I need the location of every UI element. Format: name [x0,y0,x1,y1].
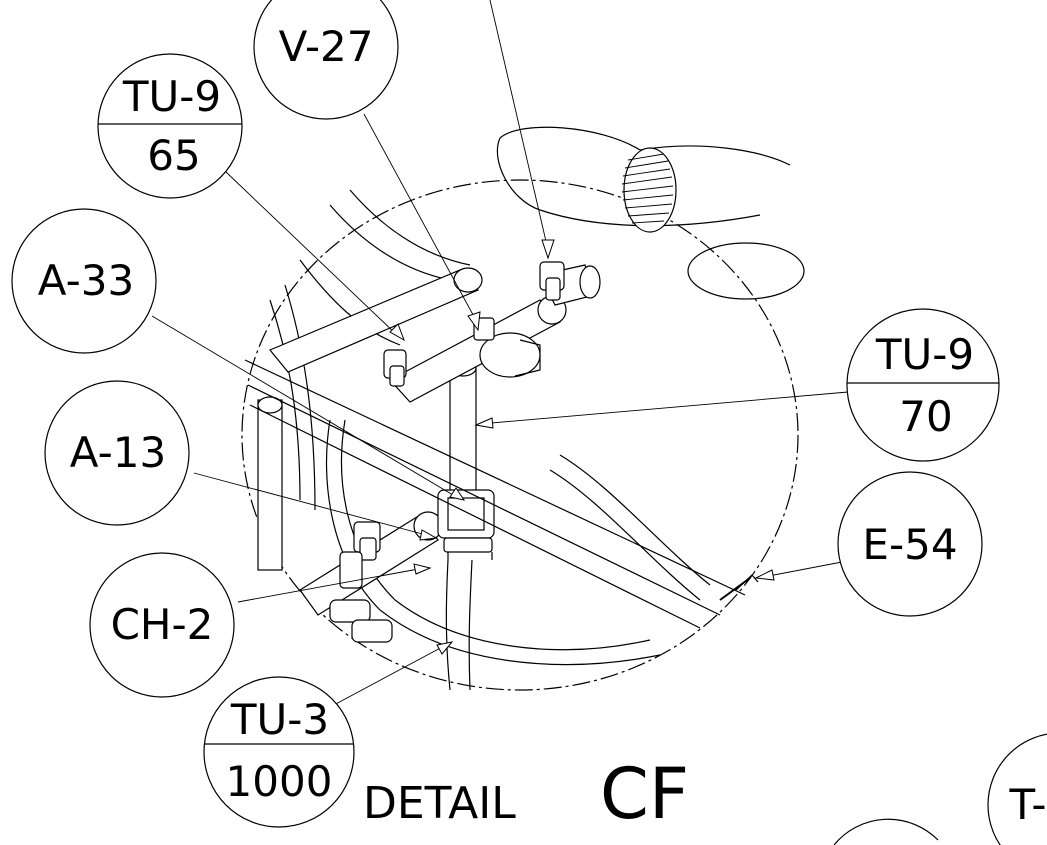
callout-v27-label: V-27 [279,22,374,71]
callout-ch2-label: CH-2 [111,600,214,649]
callout-tu9-70-top: TU-9 [875,330,974,379]
callout-tu3-1000-top: TU-3 [230,695,329,744]
callout-ch2: CH-2 [89,552,235,698]
detail-title: DETAIL CF [363,753,689,835]
callout-v27: V-27 [253,0,399,120]
hose-clamp-ribs [621,153,674,224]
detail-title-id: CF [600,753,689,835]
callout-tu9-65-top: TU-9 [122,72,221,121]
detail-boundary [241,179,799,691]
callout-e54-label: E-54 [862,520,957,569]
callout-tu9-70: TU-9 70 [846,308,1000,462]
detail-title-prefix: DETAIL [363,778,516,829]
callout-t-partial-label: T- [1009,780,1047,829]
callout-e54: E-54 [837,471,983,617]
upper-hose [496,126,805,300]
callout-a33: A-33 [11,208,157,354]
diagonal-bars [244,359,759,629]
callout-tu9-65: TU-9 65 [97,53,243,199]
callout-tu9-65-bottom: 65 [147,131,200,180]
callout-a13-label: A-13 [70,428,166,477]
callout-a33-label: A-33 [38,256,134,305]
callout-tu3-1000: TU-3 1000 [203,676,355,828]
callout-t-partial: T- [987,733,1047,845]
leader-lines [151,0,849,707]
arrowheads [389,239,775,655]
callout-tu9-70-bottom: 70 [899,392,952,441]
callout-bottom-partial [833,818,939,845]
lower-fitting [299,489,495,643]
callout-tu3-1000-bottom: 1000 [226,757,333,806]
background-hoses [269,189,711,666]
callout-a13: A-13 [44,380,190,526]
